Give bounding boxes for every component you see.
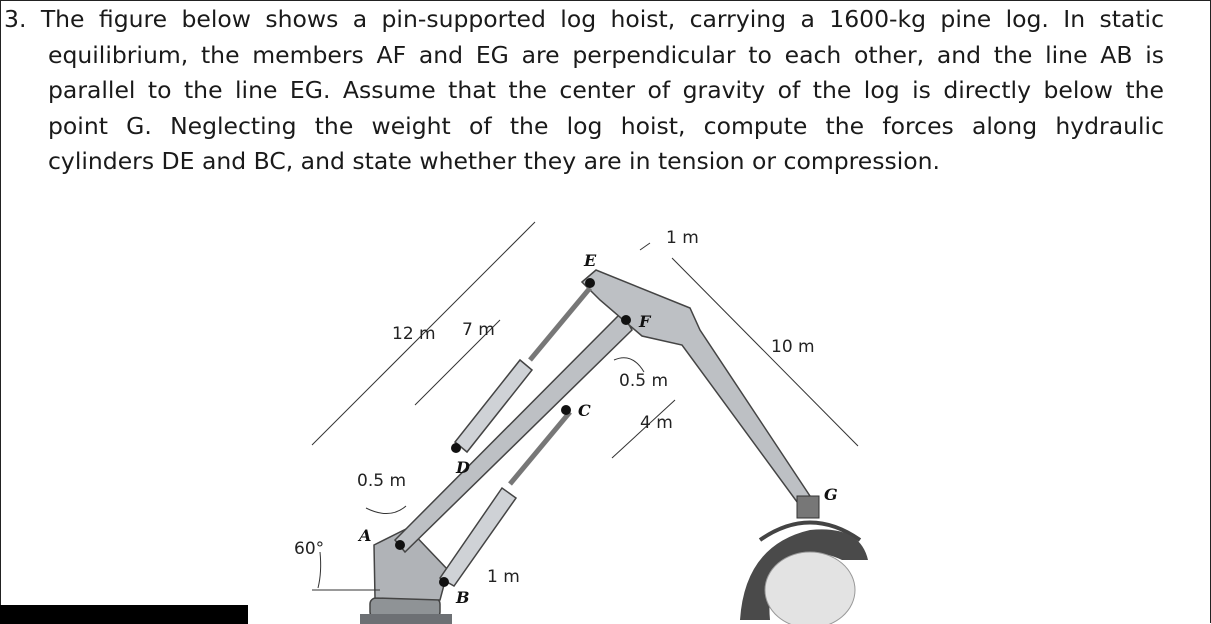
problem-text-1: The figure below shows a pin-supported l… xyxy=(40,5,1164,33)
pin-c xyxy=(561,405,571,415)
dim-10m: 10 m xyxy=(771,337,815,357)
problem-line-1: 3. The figure below shows a pin-supporte… xyxy=(4,2,1164,38)
angle-60: 60° xyxy=(294,539,324,559)
problem-line-3: parallel to the line EG. Assume that the… xyxy=(48,76,1164,104)
problem-line-4: point G. Neglecting the weight of the lo… xyxy=(48,111,1164,140)
label-e: E xyxy=(583,251,597,270)
dim-4m: 4 m xyxy=(640,413,673,433)
pin-a xyxy=(395,540,405,550)
dim-7m: 7 m xyxy=(462,320,495,340)
problem-line-2: equilibrium, the members AF and EG are p… xyxy=(48,40,1164,69)
label-b: B xyxy=(455,588,470,607)
label-d: D xyxy=(455,458,470,477)
pin-f xyxy=(621,315,631,325)
dim-05m-left: 0.5 m xyxy=(357,471,406,491)
pin-e xyxy=(585,278,595,288)
boom-af xyxy=(393,310,633,554)
pin-d xyxy=(451,443,461,453)
dim-1m-bottom: 1 m xyxy=(487,567,520,587)
cylinder-de xyxy=(453,286,592,454)
log xyxy=(740,529,868,624)
problem-statement: 3. The figure below shows a pin-supporte… xyxy=(4,2,1164,180)
grapple xyxy=(758,495,862,542)
problem-line-5: cylinders DE and BC, and state whether t… xyxy=(48,147,941,175)
redaction-bar xyxy=(0,605,248,624)
dim-12m: 12 m xyxy=(392,324,436,344)
log-hoist-figure: 12 m 7 m 1 m 10 m 0.5 m 4 m 0.5 m 1 m 60… xyxy=(294,221,868,624)
arm-eg xyxy=(580,269,811,508)
label-a: A xyxy=(357,526,371,545)
problem-number: 3. xyxy=(4,5,27,33)
base xyxy=(360,527,452,624)
label-f: F xyxy=(638,312,652,331)
cylinder-bc xyxy=(438,410,572,587)
dim-05m-right: 0.5 m xyxy=(619,371,668,391)
dimension-lines xyxy=(311,221,859,591)
pin-b xyxy=(439,577,449,587)
dim-1m-top: 1 m xyxy=(666,228,699,248)
label-g: G xyxy=(824,485,838,504)
label-c: C xyxy=(578,401,591,420)
